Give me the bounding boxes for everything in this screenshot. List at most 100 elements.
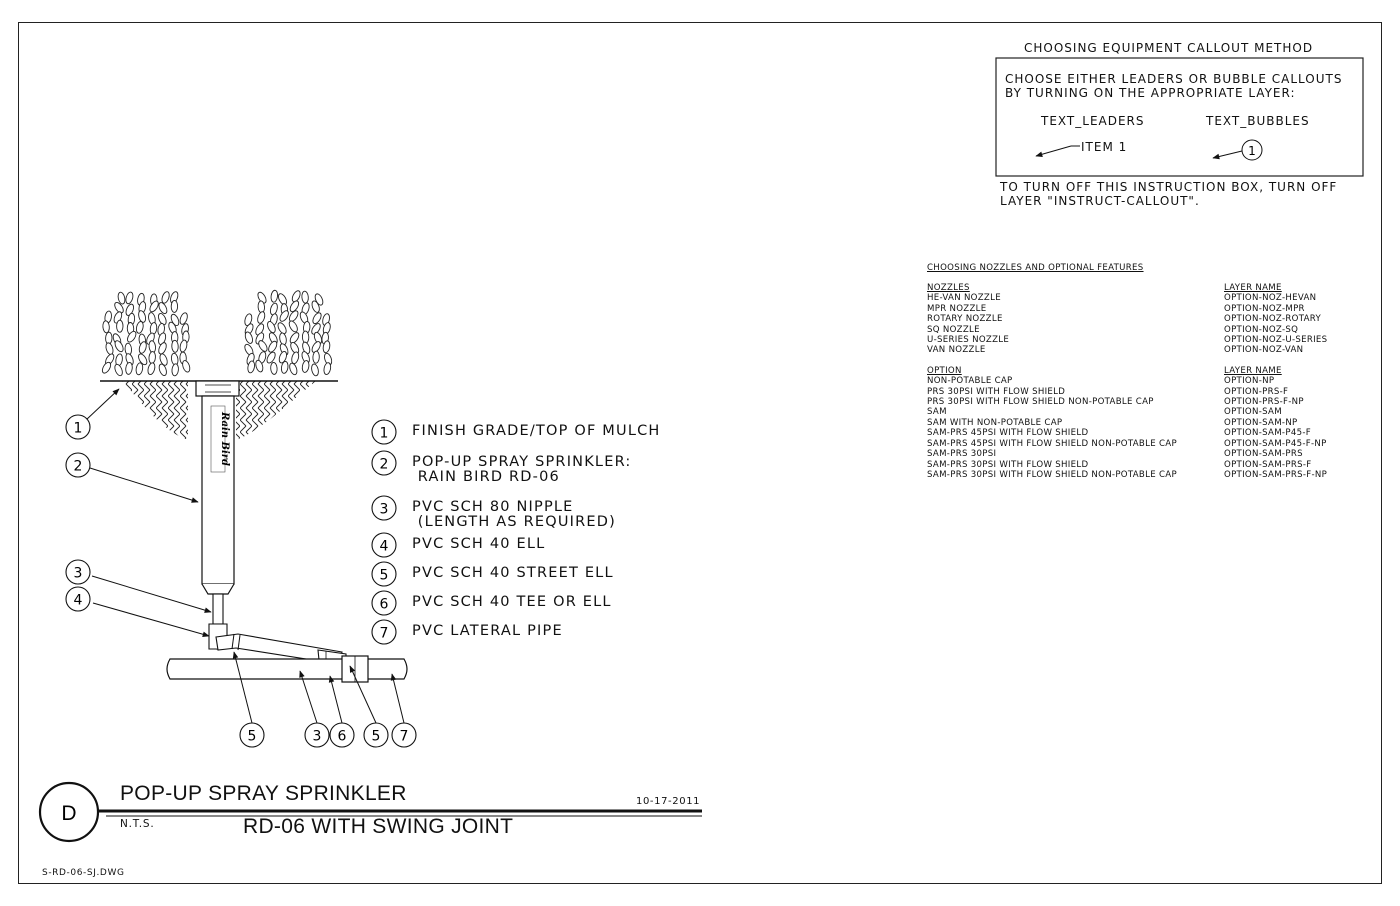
shrub-leaf bbox=[289, 362, 298, 376]
option-name: PRS 30PSI WITH FLOW SHIELD bbox=[927, 386, 1066, 397]
shrub-leaf bbox=[171, 363, 179, 377]
instruction-line-2: BY TURNING ON THE APPROPRIATE LAYER: bbox=[1005, 86, 1296, 100]
option-layer: OPTION-PRS-F-NP bbox=[1224, 397, 1304, 408]
shrub-leaf bbox=[322, 340, 331, 354]
svg-text:4: 4 bbox=[74, 593, 83, 609]
shrub-leaf bbox=[148, 351, 156, 364]
legend-number: 1 bbox=[380, 426, 389, 442]
shrub-leaf bbox=[255, 323, 265, 336]
legend-bubble bbox=[371, 495, 397, 521]
nozzle-name: ROTARY NOZZLE bbox=[927, 314, 1003, 325]
svg-text:5: 5 bbox=[248, 729, 257, 745]
shrub-leaf bbox=[268, 340, 278, 353]
nozzle-name: U-SERIES NOZZLE bbox=[927, 335, 1010, 346]
shrub-left bbox=[101, 291, 191, 377]
instruction-box-frame bbox=[995, 57, 1364, 177]
shrub-leaf bbox=[247, 360, 255, 374]
option-name: SAM-PRS 45PSI WITH FLOW SHIELD bbox=[927, 428, 1089, 439]
shrub-leaf bbox=[311, 363, 319, 377]
shrub-leaf bbox=[127, 330, 137, 343]
shrub-leaf bbox=[277, 322, 287, 335]
option-name: PRS 30PSI WITH FLOW SHIELD NON-POTABLE C… bbox=[927, 397, 1154, 408]
shrub-leaf bbox=[147, 362, 156, 376]
svg-text:3: 3 bbox=[74, 566, 83, 582]
shrub-leaf bbox=[135, 362, 144, 376]
nozzle-layer: OPTION-NOZ-HEVAN bbox=[1224, 293, 1317, 304]
callout-bubble: 3 bbox=[65, 559, 91, 585]
legend-item-text: PVC SCH 40 TEE OR ELL bbox=[412, 594, 612, 610]
shrub-leaf bbox=[138, 353, 148, 366]
shrub-leaf bbox=[105, 342, 114, 355]
nozzle-name: HE-VAN NOZZLE bbox=[927, 293, 1001, 304]
detail-title: POP-UP SPRAY SPRINKLER bbox=[120, 782, 407, 805]
shrub-leaf bbox=[244, 313, 253, 326]
shrub-leaf bbox=[289, 300, 300, 313]
drawing-date: 10-17-2011 bbox=[636, 796, 701, 807]
callout-bubble: 7 bbox=[391, 722, 417, 748]
legend-bubble bbox=[371, 532, 397, 558]
callout-bubble: 1 bbox=[65, 414, 91, 440]
instruction-line-1: CHOOSE EITHER LEADERS OR BUBBLE CALLOUTS bbox=[1005, 72, 1343, 86]
shrub-leaf bbox=[312, 350, 320, 364]
callout-bubbles: 1 2 3 4 5 3 6 5 7 bbox=[65, 414, 417, 748]
layer-name-header: LAYER NAME bbox=[1224, 365, 1282, 376]
callout-bubble: 6 bbox=[329, 722, 355, 748]
legend-item-text: POP-UP SPRAY SPRINKLER: bbox=[412, 454, 632, 470]
svg-text:5: 5 bbox=[372, 729, 381, 745]
shrub-leaf bbox=[158, 302, 168, 315]
option-layer: OPTION-SAM-NP bbox=[1224, 417, 1298, 428]
nozzle-name: VAN NOZZLE bbox=[927, 345, 986, 356]
option-layer: OPTION-SAM-PRS-F bbox=[1224, 459, 1312, 470]
bubble-example: 1 bbox=[1212, 139, 1263, 161]
legend-item-text: FINISH GRADE/TOP OF MULCH bbox=[412, 423, 661, 439]
option-name: NON-POTABLE CAP bbox=[927, 376, 1013, 387]
shrub-leaf bbox=[270, 361, 278, 375]
shrub-leaf bbox=[138, 341, 147, 354]
shrub-leaf bbox=[182, 360, 191, 373]
shrub-leaf bbox=[158, 332, 167, 345]
shrub-leaf bbox=[105, 331, 113, 345]
shrub-leaf bbox=[301, 330, 310, 344]
shrub-leaf bbox=[269, 302, 278, 316]
shrub-leaf bbox=[266, 351, 276, 364]
legend-bubble bbox=[371, 419, 397, 445]
shrub-leaf bbox=[244, 331, 253, 344]
legend-number: 2 bbox=[380, 457, 389, 473]
shrub-leaf bbox=[171, 339, 179, 353]
callout-bubble: 4 bbox=[65, 586, 91, 612]
option-layer: OPTION-SAM-PRS-F-NP bbox=[1224, 469, 1328, 480]
drawing-filename: S-RD-06-SJ.DWG bbox=[42, 868, 125, 878]
pop-up-sprinkler-body: Rain Bird bbox=[195, 380, 240, 595]
shrub-leaf bbox=[125, 303, 135, 316]
shrub-leaf bbox=[301, 290, 309, 304]
svg-text:3: 3 bbox=[313, 729, 322, 745]
shrub-leaf bbox=[114, 301, 124, 314]
shrub-leaf bbox=[161, 291, 170, 304]
shrub-leaf bbox=[159, 353, 168, 366]
shrub-leaf bbox=[149, 322, 158, 335]
shrub-leaf bbox=[312, 312, 322, 325]
sch80-nipple bbox=[212, 593, 224, 625]
shrub-leaf bbox=[179, 339, 188, 353]
shrub-leaf bbox=[323, 362, 332, 375]
nozzles-header: NOZZLES bbox=[927, 283, 970, 293]
legend-item-text: PVC SCH 40 ELL bbox=[412, 536, 546, 552]
legend-bubble bbox=[371, 590, 397, 616]
shrub-leaf bbox=[116, 319, 124, 333]
shrub-leaf bbox=[288, 310, 299, 322]
legend-number: 6 bbox=[380, 597, 389, 613]
callout-bubble: 2 bbox=[65, 452, 91, 478]
nozzle-name: SQ NOZZLE bbox=[927, 324, 980, 335]
nozzle-layer: OPTION-NOZ-MPR bbox=[1224, 303, 1305, 314]
callout-bubble: 3 bbox=[304, 722, 330, 748]
shrub-leaf bbox=[291, 290, 301, 303]
leader-example-arrow bbox=[1035, 145, 1080, 157]
shrub-leaf bbox=[158, 363, 167, 376]
callout-leaders bbox=[85, 388, 405, 724]
shrub-leaf bbox=[257, 311, 266, 324]
leader-example-text: ITEM 1 bbox=[1081, 140, 1128, 154]
shrub-leaf bbox=[279, 310, 289, 322]
shrub-leaf bbox=[288, 320, 298, 333]
shrub-leaf bbox=[117, 291, 126, 305]
